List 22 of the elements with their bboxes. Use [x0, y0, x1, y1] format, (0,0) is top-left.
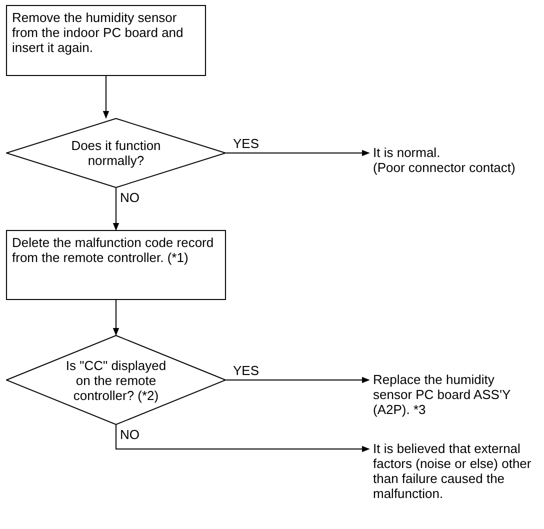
decision-text: Does it function normally?: [70, 138, 162, 168]
node-text: Replace the humidity sensor PC board ASS'Y (A2P). *3: [373, 372, 512, 417]
decision-diamond: [6, 118, 226, 188]
edge-label: YES: [232, 363, 260, 378]
node-text: Delete the malfunction code record from the remote controller. (*1): [12, 235, 215, 265]
decision-diamond: [6, 335, 226, 425]
arrow: [116, 424, 370, 452]
arrow: [112, 188, 120, 231]
node-text: (Poor connector contact): [373, 160, 516, 175]
process-box: [6, 5, 206, 76]
edge-label: NO: [119, 190, 140, 205]
edge-label: NO: [119, 427, 140, 442]
node-text: Remove the humidity sensor from the indoor PC board and insert it again.: [12, 10, 184, 55]
node-text: It is normal.: [373, 145, 442, 160]
arrow: [226, 150, 370, 156]
arrow: [112, 300, 120, 336]
arrow: [102, 76, 110, 119]
decision-text: Is "CC" displayed on the remote controller? (*2): [64, 358, 168, 402]
edge-label: YES: [232, 136, 260, 151]
arrow: [226, 376, 370, 384]
process-box: [6, 230, 226, 300]
node-text: It is believed that external factors (noise or else) other than failure caused the malfunction.: [373, 441, 532, 501]
